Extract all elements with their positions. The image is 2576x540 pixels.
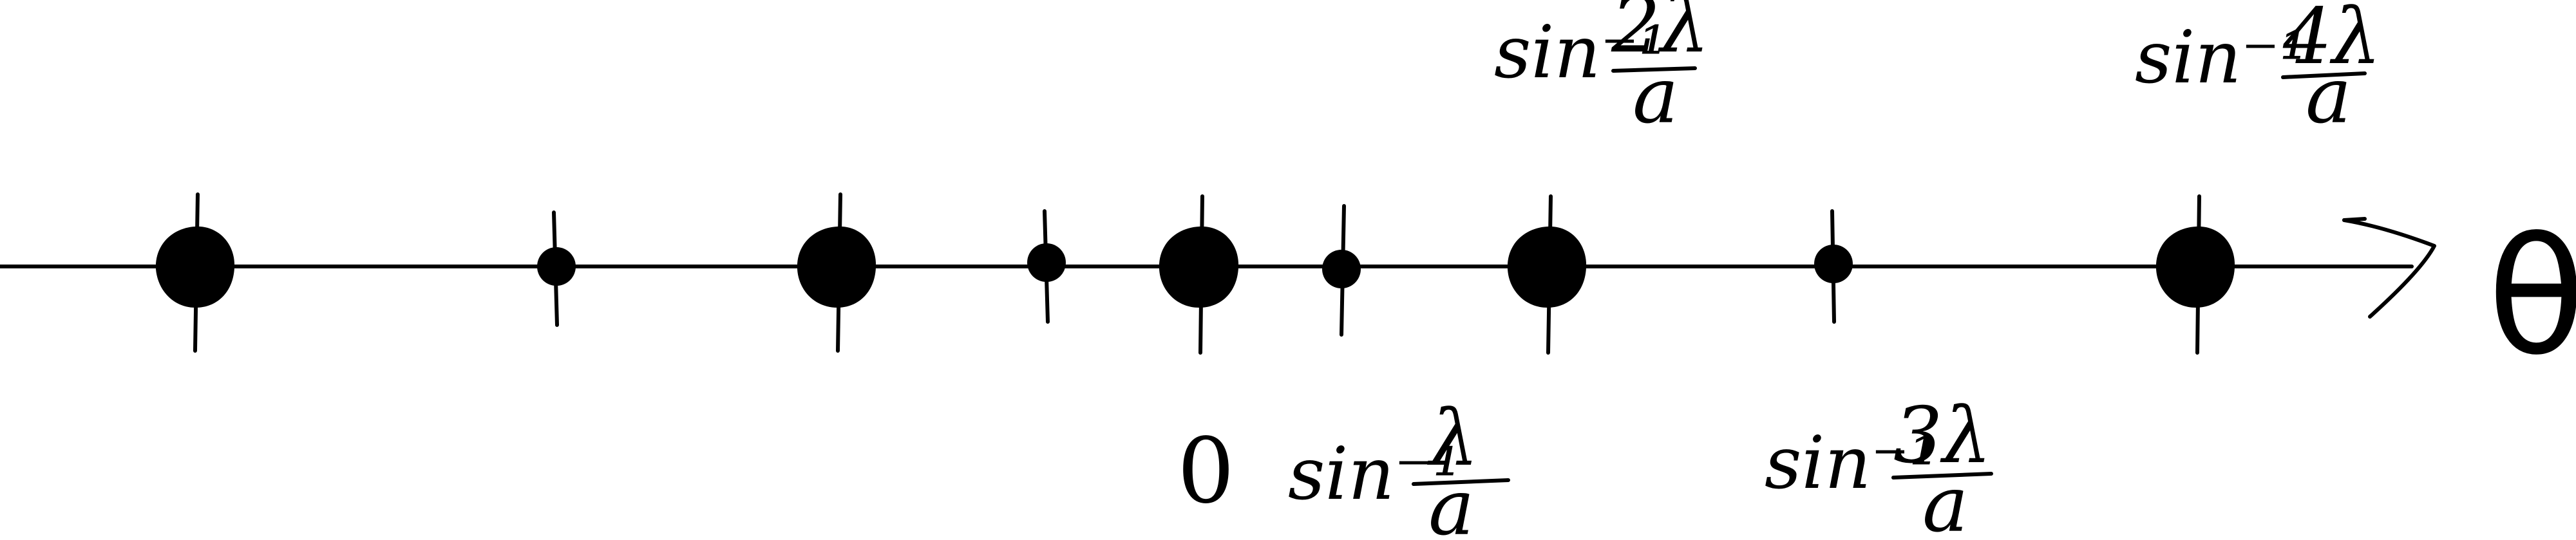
- label-max-2-lambda-prefix: sin⁻¹: [1494, 11, 1667, 95]
- label-max-4-lambda-prefix: sin⁻¹: [2135, 16, 2308, 100]
- max-dot-5: [2155, 226, 2235, 308]
- label-max-2-lambda-numerator: 2λ: [1611, 0, 1709, 70]
- label-max-4-lambda-numerator: 4λ: [2282, 0, 2381, 82]
- max-dot-2: [797, 226, 876, 308]
- label-max-2-lambda-fraction-bar: [1611, 66, 1697, 73]
- label-max-4-lambda-denominator: a: [2306, 51, 2352, 141]
- label-min-1-lambda: sin⁻¹ λ a: [1288, 394, 1510, 540]
- max-dot-3: [1159, 226, 1239, 308]
- axis-arrow-tail-tick: [2342, 217, 2367, 222]
- max-dot-1: [155, 226, 235, 308]
- label-max-4-lambda-fraction-bar: [2281, 71, 2367, 79]
- axis-arrow-head: [2342, 218, 2436, 319]
- label-min-3-lambda-prefix: sin⁻¹: [1765, 422, 1938, 505]
- min-dot-3: [1322, 250, 1361, 288]
- maxima-dots: [155, 226, 2235, 308]
- max-dot-4: [1507, 226, 1587, 308]
- label-zero: 0: [1177, 419, 1235, 524]
- minima-dots: [537, 243, 1853, 288]
- label-min-1-lambda-prefix: sin⁻¹: [1288, 433, 1461, 516]
- label-min-1-lambda-fraction-bar: [1412, 478, 1510, 486]
- min-dot-2: [1027, 243, 1066, 282]
- label-max-2-lambda: sin⁻¹ 2λ a: [1494, 0, 1709, 141]
- label-min-3-lambda-fraction-bar: [1891, 472, 1993, 479]
- min-dot-1: [537, 247, 576, 286]
- label-min-3-lambda-numerator: 3λ: [1893, 391, 1991, 481]
- label-min-3-lambda-denominator: a: [1922, 460, 1969, 540]
- axis-label-theta: θ: [2487, 203, 2576, 391]
- min-dot-4: [1814, 245, 1853, 283]
- label-min-1-lambda-denominator: a: [1428, 463, 1475, 540]
- label-max-4-lambda: sin⁻¹ 4λ a: [2135, 0, 2381, 141]
- label-min-1-lambda-numerator: λ: [1427, 394, 1479, 483]
- label-max-2-lambda-denominator: a: [1633, 51, 1679, 141]
- label-min-3-lambda: sin⁻¹ 3λ a: [1765, 391, 1993, 540]
